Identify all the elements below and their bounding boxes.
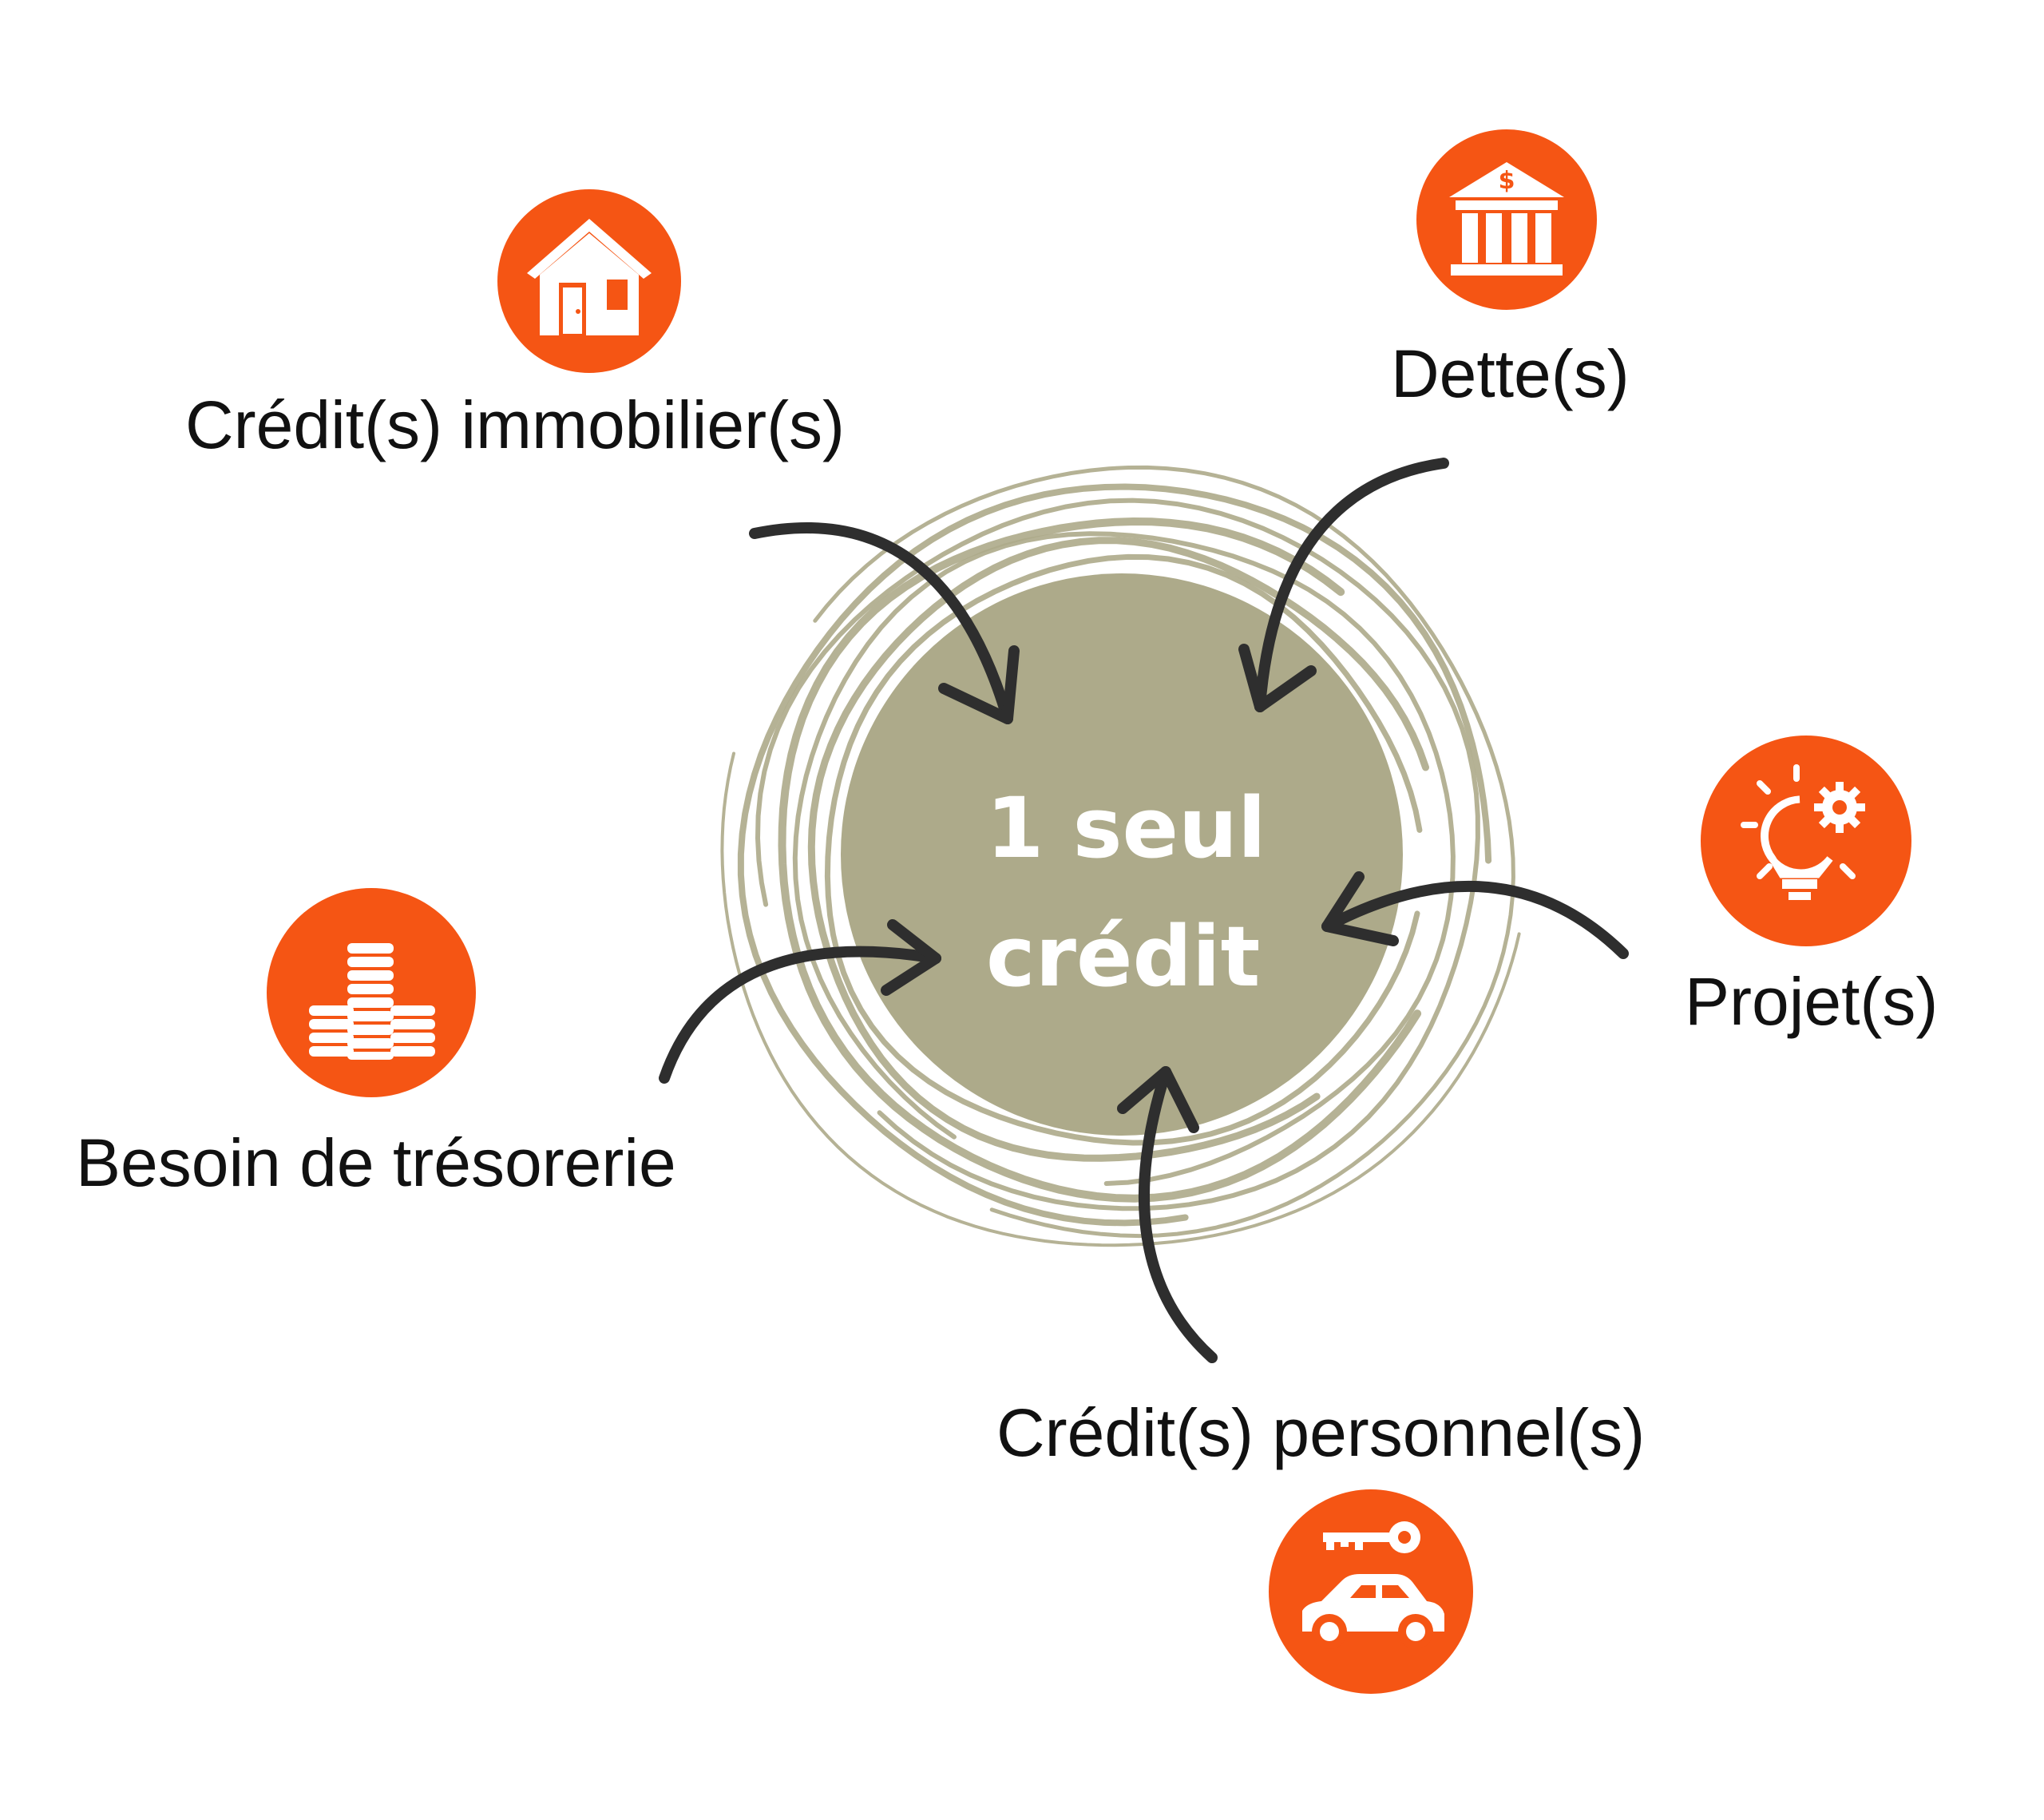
label-credit-personnel: Crédit(s) personnel(s) xyxy=(996,1395,1646,1470)
label-credit-immobilier: Crédit(s) immobilier(s) xyxy=(185,387,846,462)
lightbulb-gear-icon xyxy=(1701,736,1911,946)
sketch-ring xyxy=(778,517,1422,1203)
arrows xyxy=(659,458,1629,1363)
label-dettes: Dette(s) xyxy=(1391,336,1630,411)
arrow-from-credit-immobilier xyxy=(749,522,1020,724)
sketch-ring xyxy=(813,465,1515,1239)
house-icon xyxy=(497,189,681,373)
center-line-1: 1 seul xyxy=(986,779,1266,877)
sketch-rings xyxy=(720,465,1521,1247)
car-key-icon xyxy=(1269,1489,1473,1694)
label-projets: Projet(s) xyxy=(1685,964,1939,1039)
sketch-ring xyxy=(755,498,1480,1211)
svg-text:$: $ xyxy=(1499,167,1515,195)
center-line-2: crédit xyxy=(986,908,1261,1005)
sketch-ring xyxy=(737,483,1492,1227)
sketch-ring xyxy=(807,537,1429,1162)
sketch-ring xyxy=(792,531,1456,1186)
arrow-from-tresorerie xyxy=(659,919,941,1084)
arrow-from-dettes xyxy=(1238,458,1449,712)
sketch-ring xyxy=(720,751,1521,1247)
center-disc xyxy=(841,573,1403,1136)
arrow-from-projets xyxy=(1321,871,1629,959)
sketch-ring xyxy=(824,553,1423,1146)
bank-icon: $ xyxy=(1416,129,1597,310)
arrow-from-credit-personnel xyxy=(1117,1066,1218,1363)
coin-stacks-icon xyxy=(267,888,476,1097)
label-tresorerie: Besoin de trésorerie xyxy=(76,1125,676,1200)
